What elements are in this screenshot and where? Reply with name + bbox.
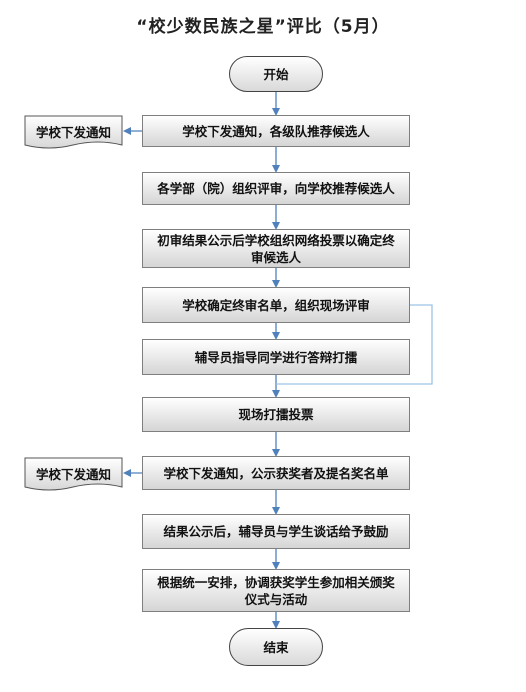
step-live-vote: 现场打擂投票 (142, 397, 410, 432)
document-shape-1 (24, 115, 123, 149)
step-announce-winners: 学校下发通知，公示获奖者及提名奖名单 (142, 456, 410, 490)
loop-bracket (276, 304, 433, 385)
step-notify-recommend: 学校下发通知，各级队推荐候选人 (142, 115, 410, 147)
step-online-vote: 初审结果公示后学校组织网络投票以确定终审候选人 (142, 229, 410, 268)
document-shape-2 (24, 457, 123, 491)
document-label-2: 学校下发通知 (35, 467, 111, 482)
step-encourage-students: 结果公示后，辅导员与学生谈话给予鼓励 (142, 514, 410, 549)
step-award-ceremony: 根据统一安排，协调获奖学生参加相关颁奖仪式与活动 (142, 569, 410, 612)
end-node: 结束 (229, 628, 323, 666)
step-final-list: 学校确定终审名单，组织现场评审 (142, 287, 410, 323)
start-node: 开始 (229, 56, 323, 92)
document-label-1: 学校下发通知 (35, 125, 111, 140)
step-defense-coaching: 辅导员指导同学进行答辩打擂 (142, 339, 410, 375)
step-department-review: 各学部（院）组织评审，向学校推荐候选人 (142, 172, 410, 205)
page-title: “校少数民族之星”评比（5月） (136, 17, 390, 37)
